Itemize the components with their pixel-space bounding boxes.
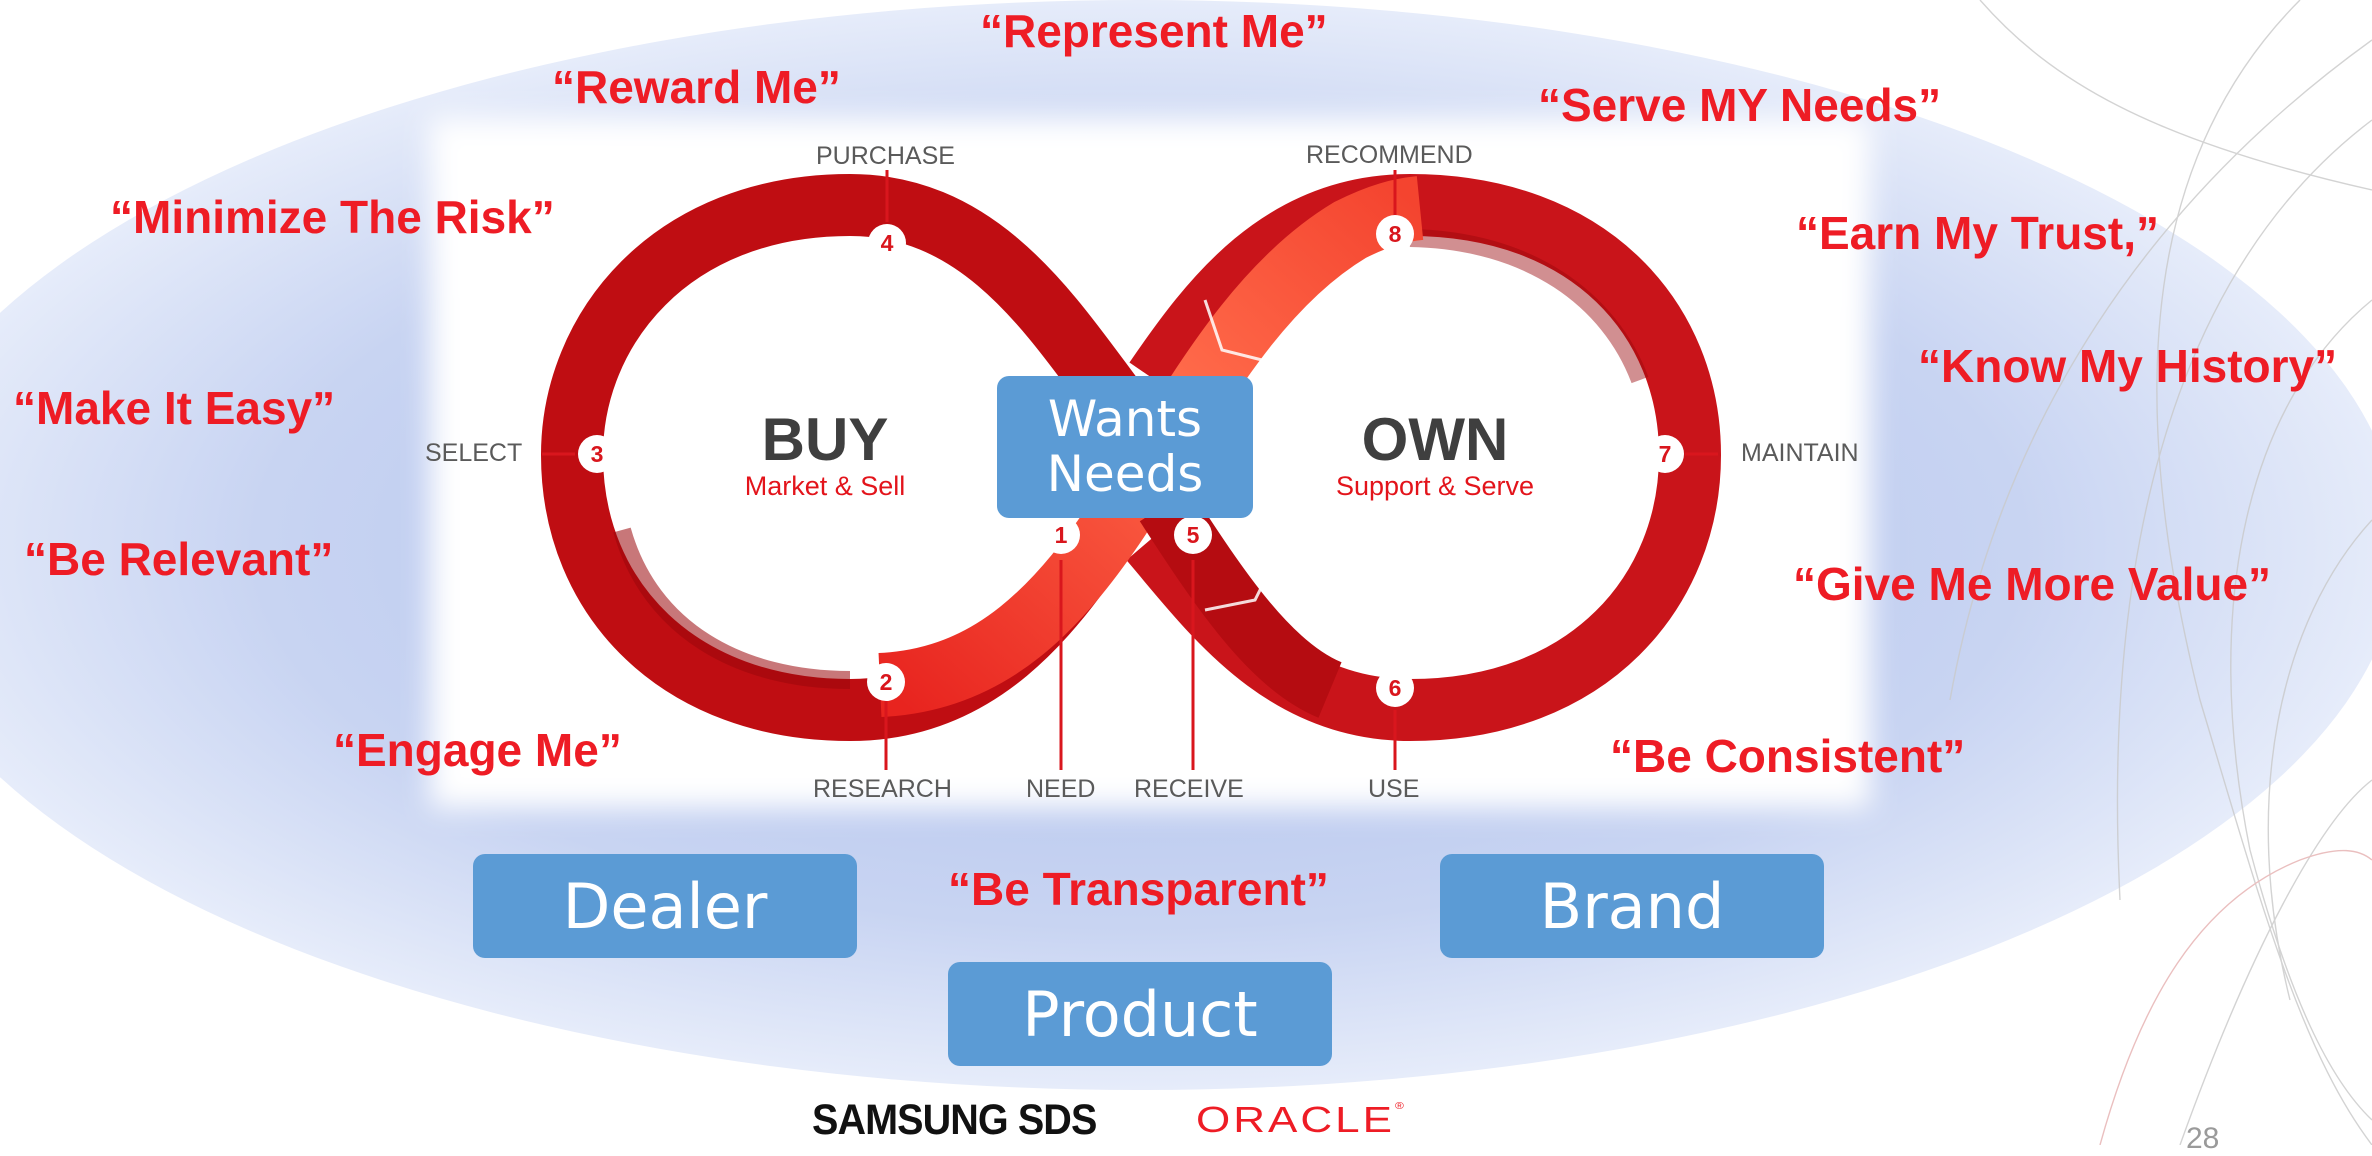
buy-loop-title: BUY <box>761 406 889 473</box>
stage-marker-7: 7 <box>1646 435 1684 473</box>
stage-marker-3: 3 <box>578 435 616 473</box>
stage-marker-4: 4 <box>868 224 906 262</box>
stage-label-need: NEED <box>1026 775 1096 803</box>
slogan-serve-my-needs: “Serve MY Needs” <box>1538 79 1942 131</box>
samsung-sds-logo: SAMSUNG SDS <box>812 1096 1097 1144</box>
oracle-logo-text: ORACLE <box>1196 1100 1395 1141</box>
needs-label: Needs <box>1046 445 1204 503</box>
stage-number: 1 <box>1055 522 1068 548</box>
brand-box: Brand <box>1440 854 1824 958</box>
stage-leader-lines <box>542 170 1718 770</box>
buy-loop-subtitle: Market & Sell <box>744 471 906 501</box>
slogan-know-history: “Know My History” <box>1918 340 2338 392</box>
product-box: Product <box>948 962 1332 1066</box>
own-loop-title: OWN <box>1361 406 1509 473</box>
decorative-swirl-lines <box>1949 0 2372 1145</box>
slogan-be-consistent: “Be Consistent” <box>1610 730 1966 782</box>
stage-label-receive: RECEIVE <box>1134 775 1244 803</box>
own-loop-subtitle: Support & Serve <box>1335 471 1535 501</box>
stage-number: 6 <box>1389 675 1402 701</box>
slogan-make-it-easy: “Make It Easy” <box>13 382 336 434</box>
slogan-be-transparent: “Be Transparent” <box>948 863 1329 915</box>
slogan-represent-me: “Represent Me” <box>980 5 1328 57</box>
page-number: 28 <box>2186 1122 2220 1155</box>
slogan-give-more-value: “Give Me More Value” <box>1793 558 2272 610</box>
stage-label-select: SELECT <box>425 439 523 467</box>
slogan-engage-me: “Engage Me” <box>333 724 622 776</box>
wants-label: Wants <box>1047 390 1203 448</box>
stage-number: 5 <box>1187 522 1200 548</box>
product-label: Product <box>1022 977 1258 1051</box>
stage-label-maintain: MAINTAIN <box>1741 439 1859 467</box>
brand-label: Brand <box>1539 869 1725 943</box>
slogan-minimize-risk: “Minimize The Risk” <box>110 191 555 243</box>
slogan-earn-trust: “Earn My Trust,” <box>1796 207 2159 259</box>
dealer-box: Dealer <box>473 854 857 958</box>
stage-marker-5: 5 <box>1174 516 1212 554</box>
stage-marker-6: 6 <box>1376 669 1414 707</box>
stage-number: 7 <box>1659 441 1672 467</box>
stage-label-use: USE <box>1368 775 1420 803</box>
stage-label-purchase: PURCHASE <box>816 142 955 170</box>
stage-number: 4 <box>881 230 894 256</box>
dealer-label: Dealer <box>562 869 768 943</box>
stage-marker-2: 2 <box>867 663 905 701</box>
stage-marker-1: 1 <box>1042 516 1080 554</box>
stage-marker-8: 8 <box>1376 215 1414 253</box>
stage-label-research: RESEARCH <box>813 775 952 803</box>
oracle-logo: ORACLE® <box>1196 1100 1404 1141</box>
wants-needs-box: Wants Needs <box>997 376 1253 518</box>
stage-number: 3 <box>591 441 604 467</box>
stage-number: 2 <box>880 669 893 695</box>
slogan-reward-me: “Reward Me” <box>552 61 841 113</box>
stage-number: 8 <box>1389 221 1402 247</box>
slogan-be-relevant: “Be Relevant” <box>24 533 334 585</box>
stage-label-recommend: RECOMMEND <box>1306 141 1473 169</box>
